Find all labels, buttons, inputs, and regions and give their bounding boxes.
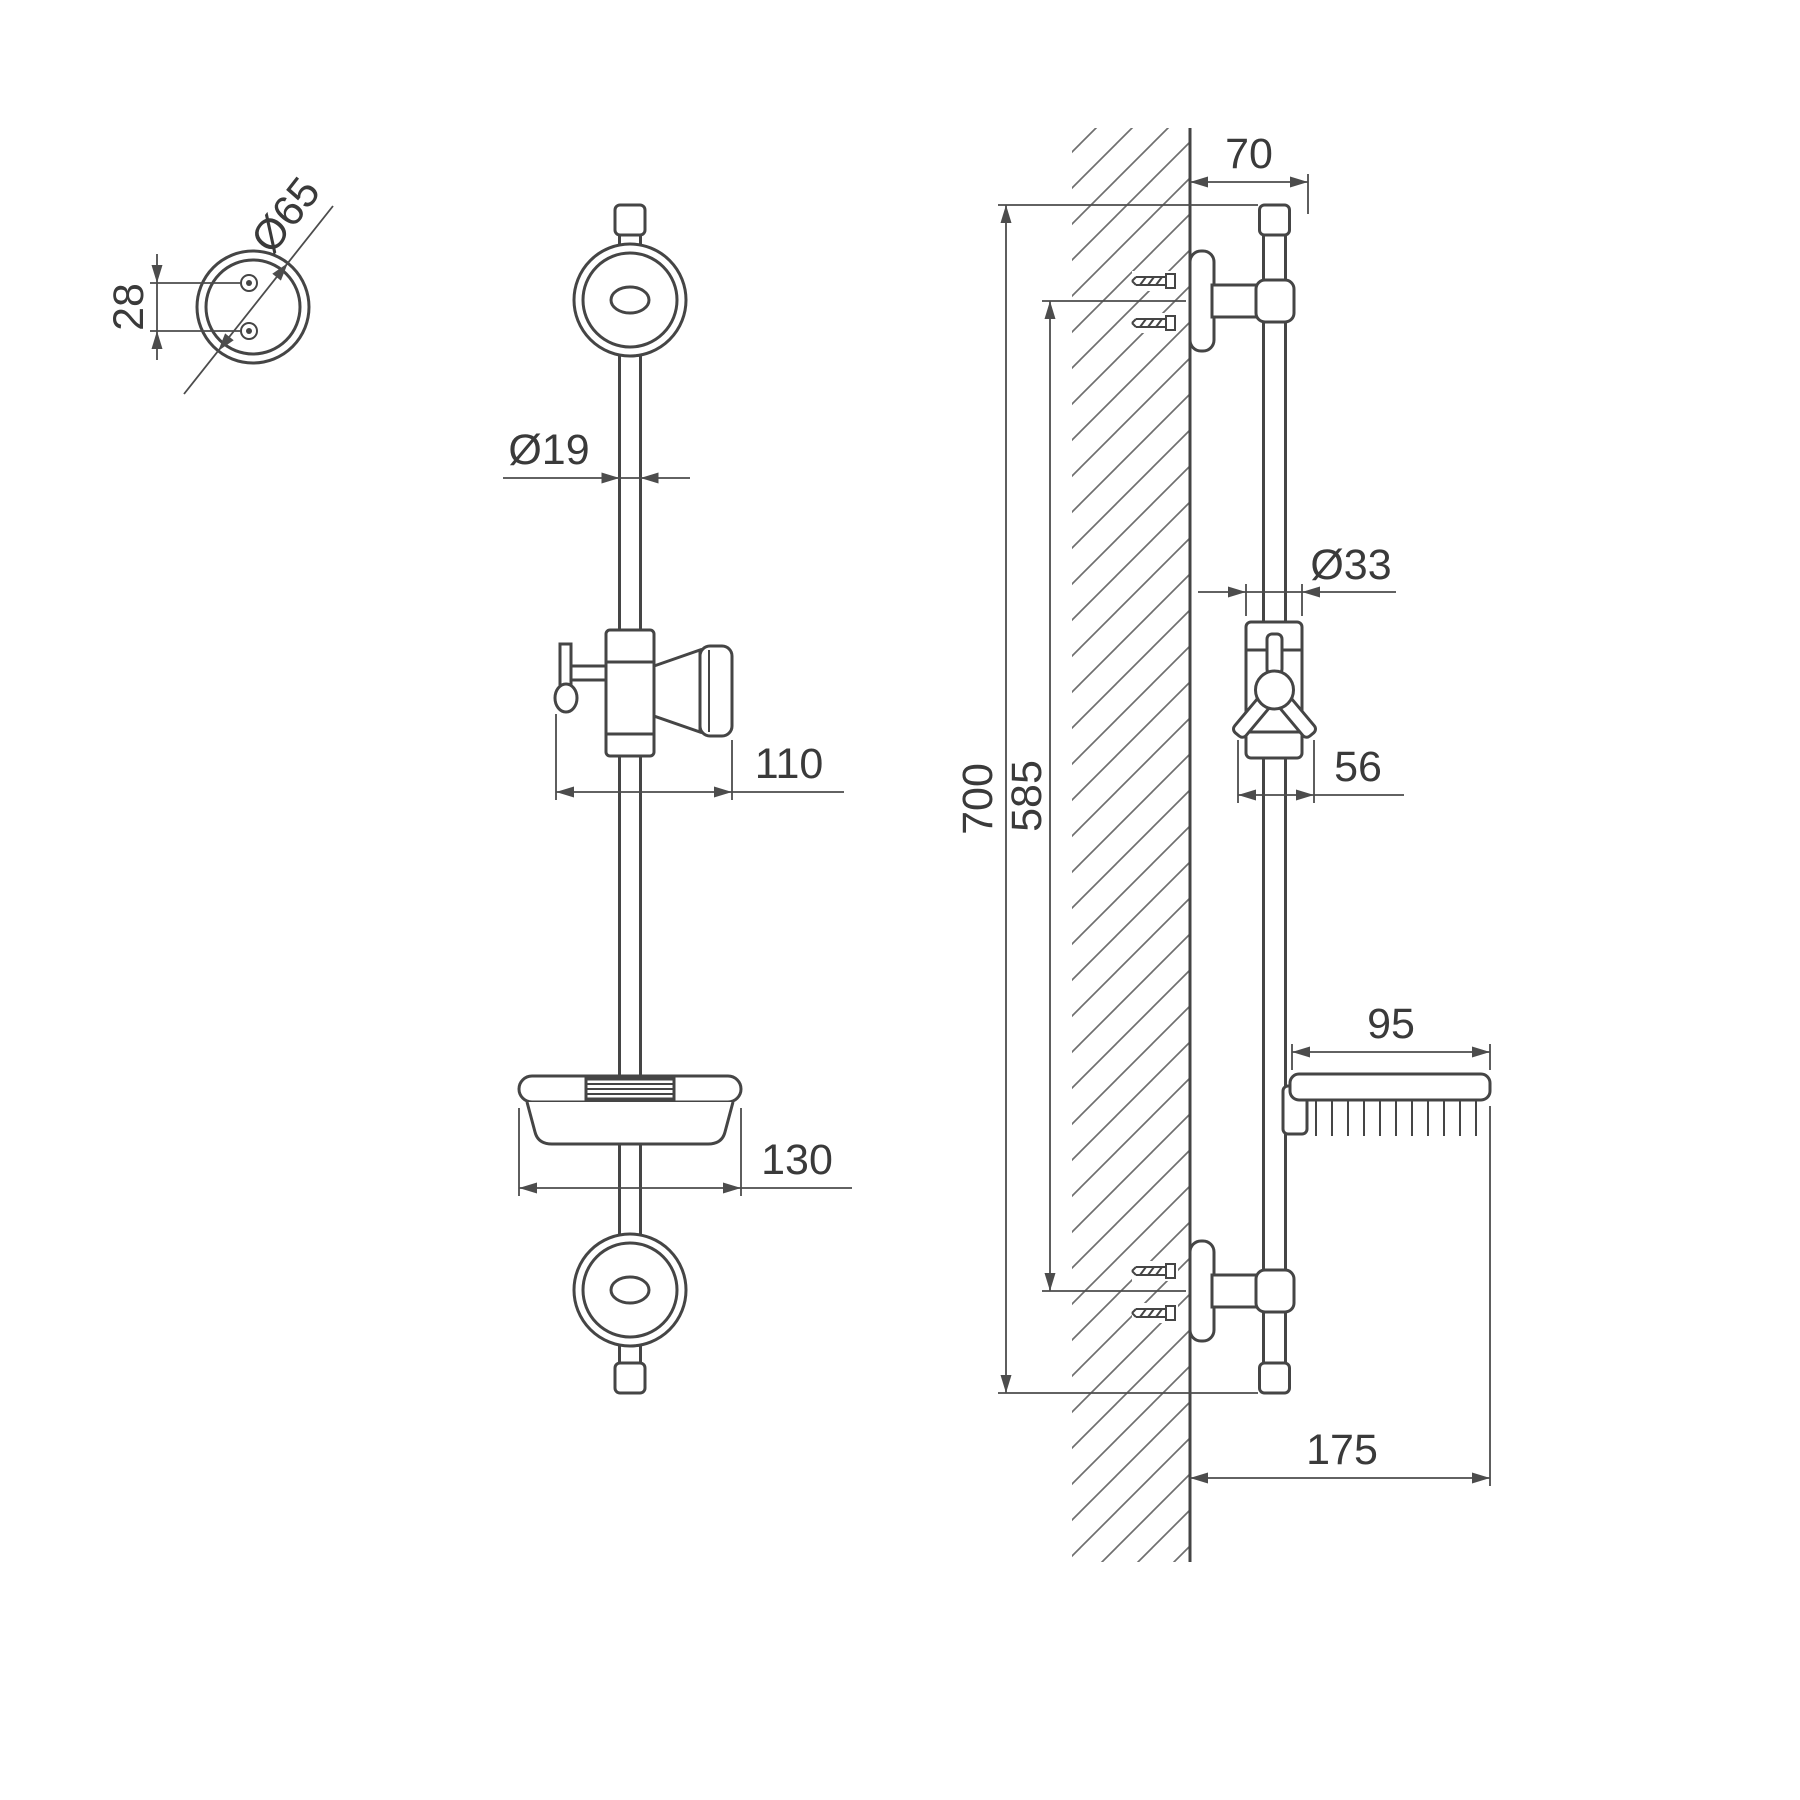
mounting-screw: [1131, 1302, 1179, 1324]
bottom-mount-flange: [1188, 1239, 1216, 1343]
dim-label-overall-depth: 175: [1306, 1426, 1378, 1474]
dim-label-knob-span: 56: [1334, 743, 1382, 791]
side-rail: [1258, 203, 1291, 1395]
dimension-flange-diameter: [183, 205, 334, 395]
dim-label-mount-centers: 585: [1003, 760, 1051, 832]
front-slider-assembly: [553, 628, 734, 758]
wall-hatch: [1072, 128, 1190, 1562]
dim-label-rail-diameter: Ø19: [508, 426, 589, 474]
dimension-soap-dish-depth: [1291, 1044, 1491, 1070]
slider-lever-knob: [553, 682, 579, 714]
slider-pin: [566, 664, 612, 682]
side-slider-assembly: [1232, 620, 1317, 760]
side-bottom-mount: [1131, 1239, 1296, 1343]
dim-label-slider-diameter: Ø33: [1310, 541, 1391, 589]
flange-outer-circle: [195, 249, 311, 365]
bottom-mount-collar: [1254, 1268, 1296, 1314]
dish-comb-teeth: [1315, 1100, 1477, 1136]
side-view: [998, 128, 1492, 1562]
dim-label-hole-spacing: 28: [105, 283, 153, 331]
front-rail: [613, 203, 647, 1395]
front-soap-dish: [517, 1074, 743, 1146]
top-mount-collar: [1254, 278, 1296, 324]
dimension-wall-offset: [1190, 174, 1309, 214]
mounting-screw: [1131, 270, 1179, 292]
holder-cup: [698, 644, 734, 738]
dimension-labels: Ø65 28 Ø19 110 130 70 700 585 Ø33 56 95 …: [105, 130, 1415, 1474]
dim-label-soap-dish-width: 130: [761, 1136, 833, 1184]
dish-body: [525, 1101, 735, 1146]
dim-label-wall-offset: 70: [1225, 130, 1273, 178]
dimension-hole-spacing: [150, 254, 241, 360]
dimension-slider-diameter: [1198, 584, 1396, 616]
knob-spoke-up: [1265, 632, 1284, 676]
dimension-knob-span: [1237, 740, 1404, 803]
dimension-overall-height: [998, 204, 1258, 1394]
dimension-holder-width: [555, 714, 844, 800]
side-soap-dish: [1281, 1072, 1492, 1136]
side-top-mount: [1131, 249, 1296, 353]
dimension-soap-dish-width: [518, 1108, 852, 1196]
slider-body: [604, 628, 656, 758]
side-rail-top-cap: [1258, 203, 1291, 237]
side-rail-bottom-cap: [1258, 1361, 1291, 1395]
dim-label-soap-dish-depth: 95: [1367, 1000, 1415, 1048]
slider-cross-knob: [1254, 669, 1295, 711]
mounting-screw: [1131, 1260, 1179, 1282]
front-rail-bottom-cap: [613, 1361, 647, 1395]
holder-cone: [652, 647, 702, 735]
flange-inner-circle: [204, 258, 302, 356]
front-bottom-flange: [572, 1232, 688, 1348]
dimension-rail-diameter: [503, 472, 690, 484]
dim-label-holder-width: 110: [755, 740, 824, 788]
dimension-mount-centers: [1042, 300, 1186, 1292]
dish-slab: [1288, 1072, 1492, 1102]
front-top-flange: [572, 242, 688, 358]
dim-label-flange-diameter: Ø65: [242, 169, 330, 263]
top-mount-flange: [1188, 249, 1216, 353]
front-rail-top-cap: [613, 203, 647, 237]
slider-lever: [558, 642, 573, 688]
front-view: [503, 203, 852, 1395]
mounting-screw: [1131, 312, 1179, 334]
dimension-overall-depth: [1190, 1106, 1491, 1486]
flange-detail-view: [150, 205, 334, 395]
dim-label-overall-height: 700: [954, 763, 1002, 835]
